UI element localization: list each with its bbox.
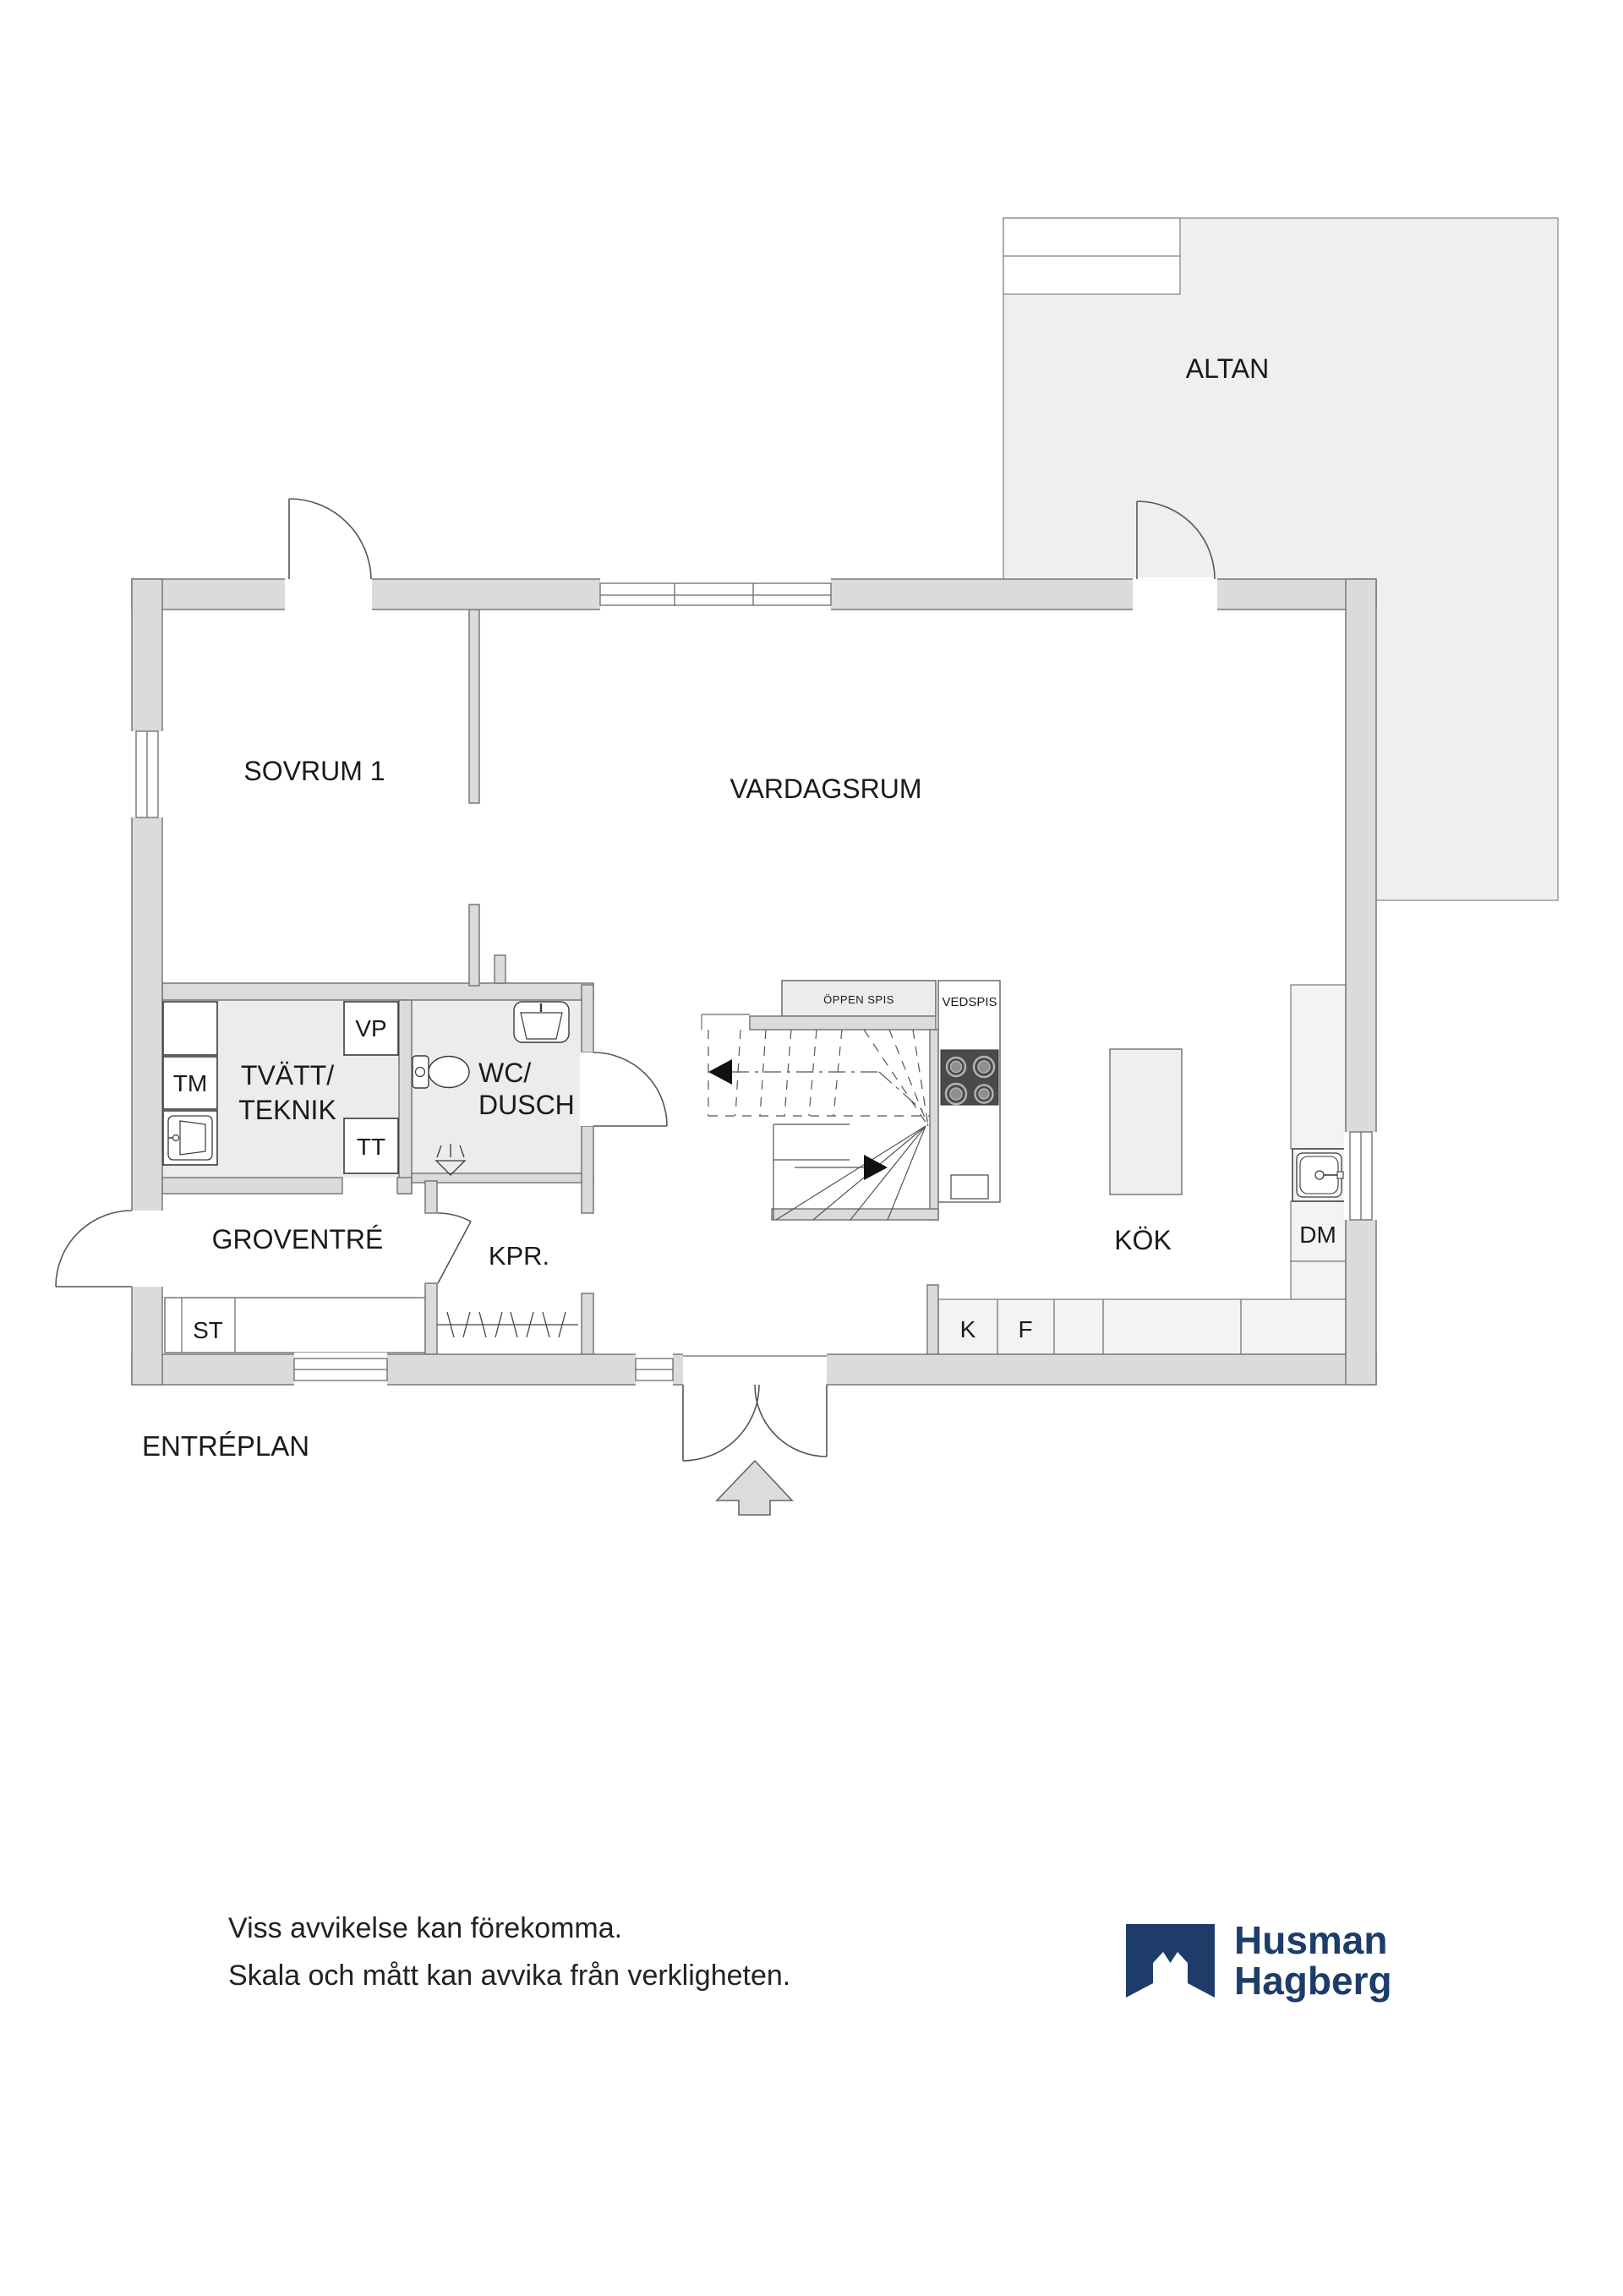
door-altan <box>1136 500 1216 580</box>
fixture-label-f: F <box>1018 1316 1032 1342</box>
dryer-box <box>343 1118 399 1174</box>
brand-name-line-1: Husman <box>1234 1918 1387 1962</box>
burner-icon <box>945 1056 967 1078</box>
fixture-label-tm: TM <box>173 1070 207 1096</box>
room-label-kok: KÖK <box>1114 1225 1172 1255</box>
interior-walls <box>161 609 939 1355</box>
laundry-sink-icon <box>167 1115 213 1161</box>
groventre-storage <box>164 1297 426 1353</box>
dishwasher-cell <box>1290 1200 1347 1262</box>
kitchen-sink-icon <box>1292 1148 1347 1202</box>
brand-name-line-2: Hagberg <box>1234 1959 1392 2003</box>
room-label-tvatt-1: TVÄTT/ <box>241 1060 334 1091</box>
room-label-wc-1: WC/ <box>478 1058 531 1088</box>
counter-right-lower <box>1290 1260 1347 1300</box>
room-label-groventre: GROVENTRÉ <box>212 1224 384 1255</box>
appliance-box <box>162 1001 218 1056</box>
stair-walkline-up <box>878 1071 927 1115</box>
open-fireplace <box>781 980 937 1017</box>
windows <box>130 577 1378 1386</box>
entrance-arrow-icon <box>715 1459 794 1516</box>
kitchen-counters <box>937 984 1347 1355</box>
counter-bottom-row <box>937 1298 1347 1355</box>
washbasin-icon <box>513 1001 570 1043</box>
staircase <box>701 1014 939 1221</box>
burner-icon <box>944 1082 968 1106</box>
door-main-entrance <box>682 1384 828 1462</box>
toilet-icon <box>412 1055 470 1089</box>
door-bedroom-exterior <box>288 498 372 580</box>
disclaimer-line-2: Skala och mått kan avvika från verklighe… <box>228 1960 790 1992</box>
shower-drain-icon <box>434 1144 467 1176</box>
fixture-label-dm: DM <box>1299 1222 1336 1248</box>
door-wc <box>593 1052 668 1127</box>
altan-step-1 <box>1003 217 1181 257</box>
husmanhagberg-logo: Husman Hagberg <box>1126 1918 1392 2003</box>
brand-mark-icon <box>1126 1924 1215 1998</box>
burner-icon <box>949 1087 963 1101</box>
washing-machine-box <box>162 1056 218 1110</box>
disclaimer-line-1: Viss avvikelse kan förekomma. <box>228 1912 622 1944</box>
room-label-sovrum1: SOVRUM 1 <box>243 756 385 786</box>
burner-icon <box>949 1060 963 1074</box>
hanger-rail-icon <box>437 1311 578 1338</box>
floor-title: ENTRÉPLAN <box>142 1430 309 1462</box>
house-footprint <box>132 579 1376 1385</box>
fixture-label-vp: VP <box>355 1015 386 1041</box>
storage-row <box>164 1297 426 1353</box>
fixture-label-tt: TT <box>357 1134 385 1160</box>
door-side-entrance <box>55 1210 133 1287</box>
fireplace-group <box>781 980 1001 1203</box>
counter-right-upper <box>1290 984 1347 1150</box>
doors <box>55 498 1217 1462</box>
altan-step-2 <box>1003 255 1181 295</box>
door-kpr <box>437 1212 472 1284</box>
stair-down-arrow-icon <box>864 1155 888 1180</box>
fixture-label-st: ST <box>193 1317 223 1343</box>
room-label-vardagsrum: VARDAGSRUM <box>730 774 922 804</box>
stair-up-arrow-icon <box>708 1059 732 1085</box>
fixture-label-oppen-spis: ÖPPEN SPIS <box>823 993 894 1006</box>
burner-icon <box>972 1055 996 1079</box>
heat-pump-box <box>343 1001 399 1056</box>
stair-side-band <box>929 1029 939 1221</box>
room-label-tvatt-2: TEKNIK <box>238 1095 336 1125</box>
room-label-kpr: KPR. <box>489 1241 549 1271</box>
stair-top-band <box>749 1015 937 1030</box>
wc-fixtures <box>412 1001 570 1176</box>
burner-icon <box>974 1084 994 1104</box>
kitchen-island <box>1109 1048 1183 1195</box>
burner-icon <box>977 1060 991 1074</box>
fixture-label-k: K <box>960 1316 976 1342</box>
burner-icon <box>978 1088 990 1100</box>
window-triple <box>599 582 832 606</box>
fixture-label-vedspis: VEDSPIS <box>942 995 997 1009</box>
room-label-wc-2: DUSCH <box>478 1090 575 1120</box>
stove-oven-door <box>950 1174 989 1200</box>
room-label-altan: ALTAN <box>1186 353 1269 384</box>
laundry-fixtures <box>162 1001 399 1174</box>
